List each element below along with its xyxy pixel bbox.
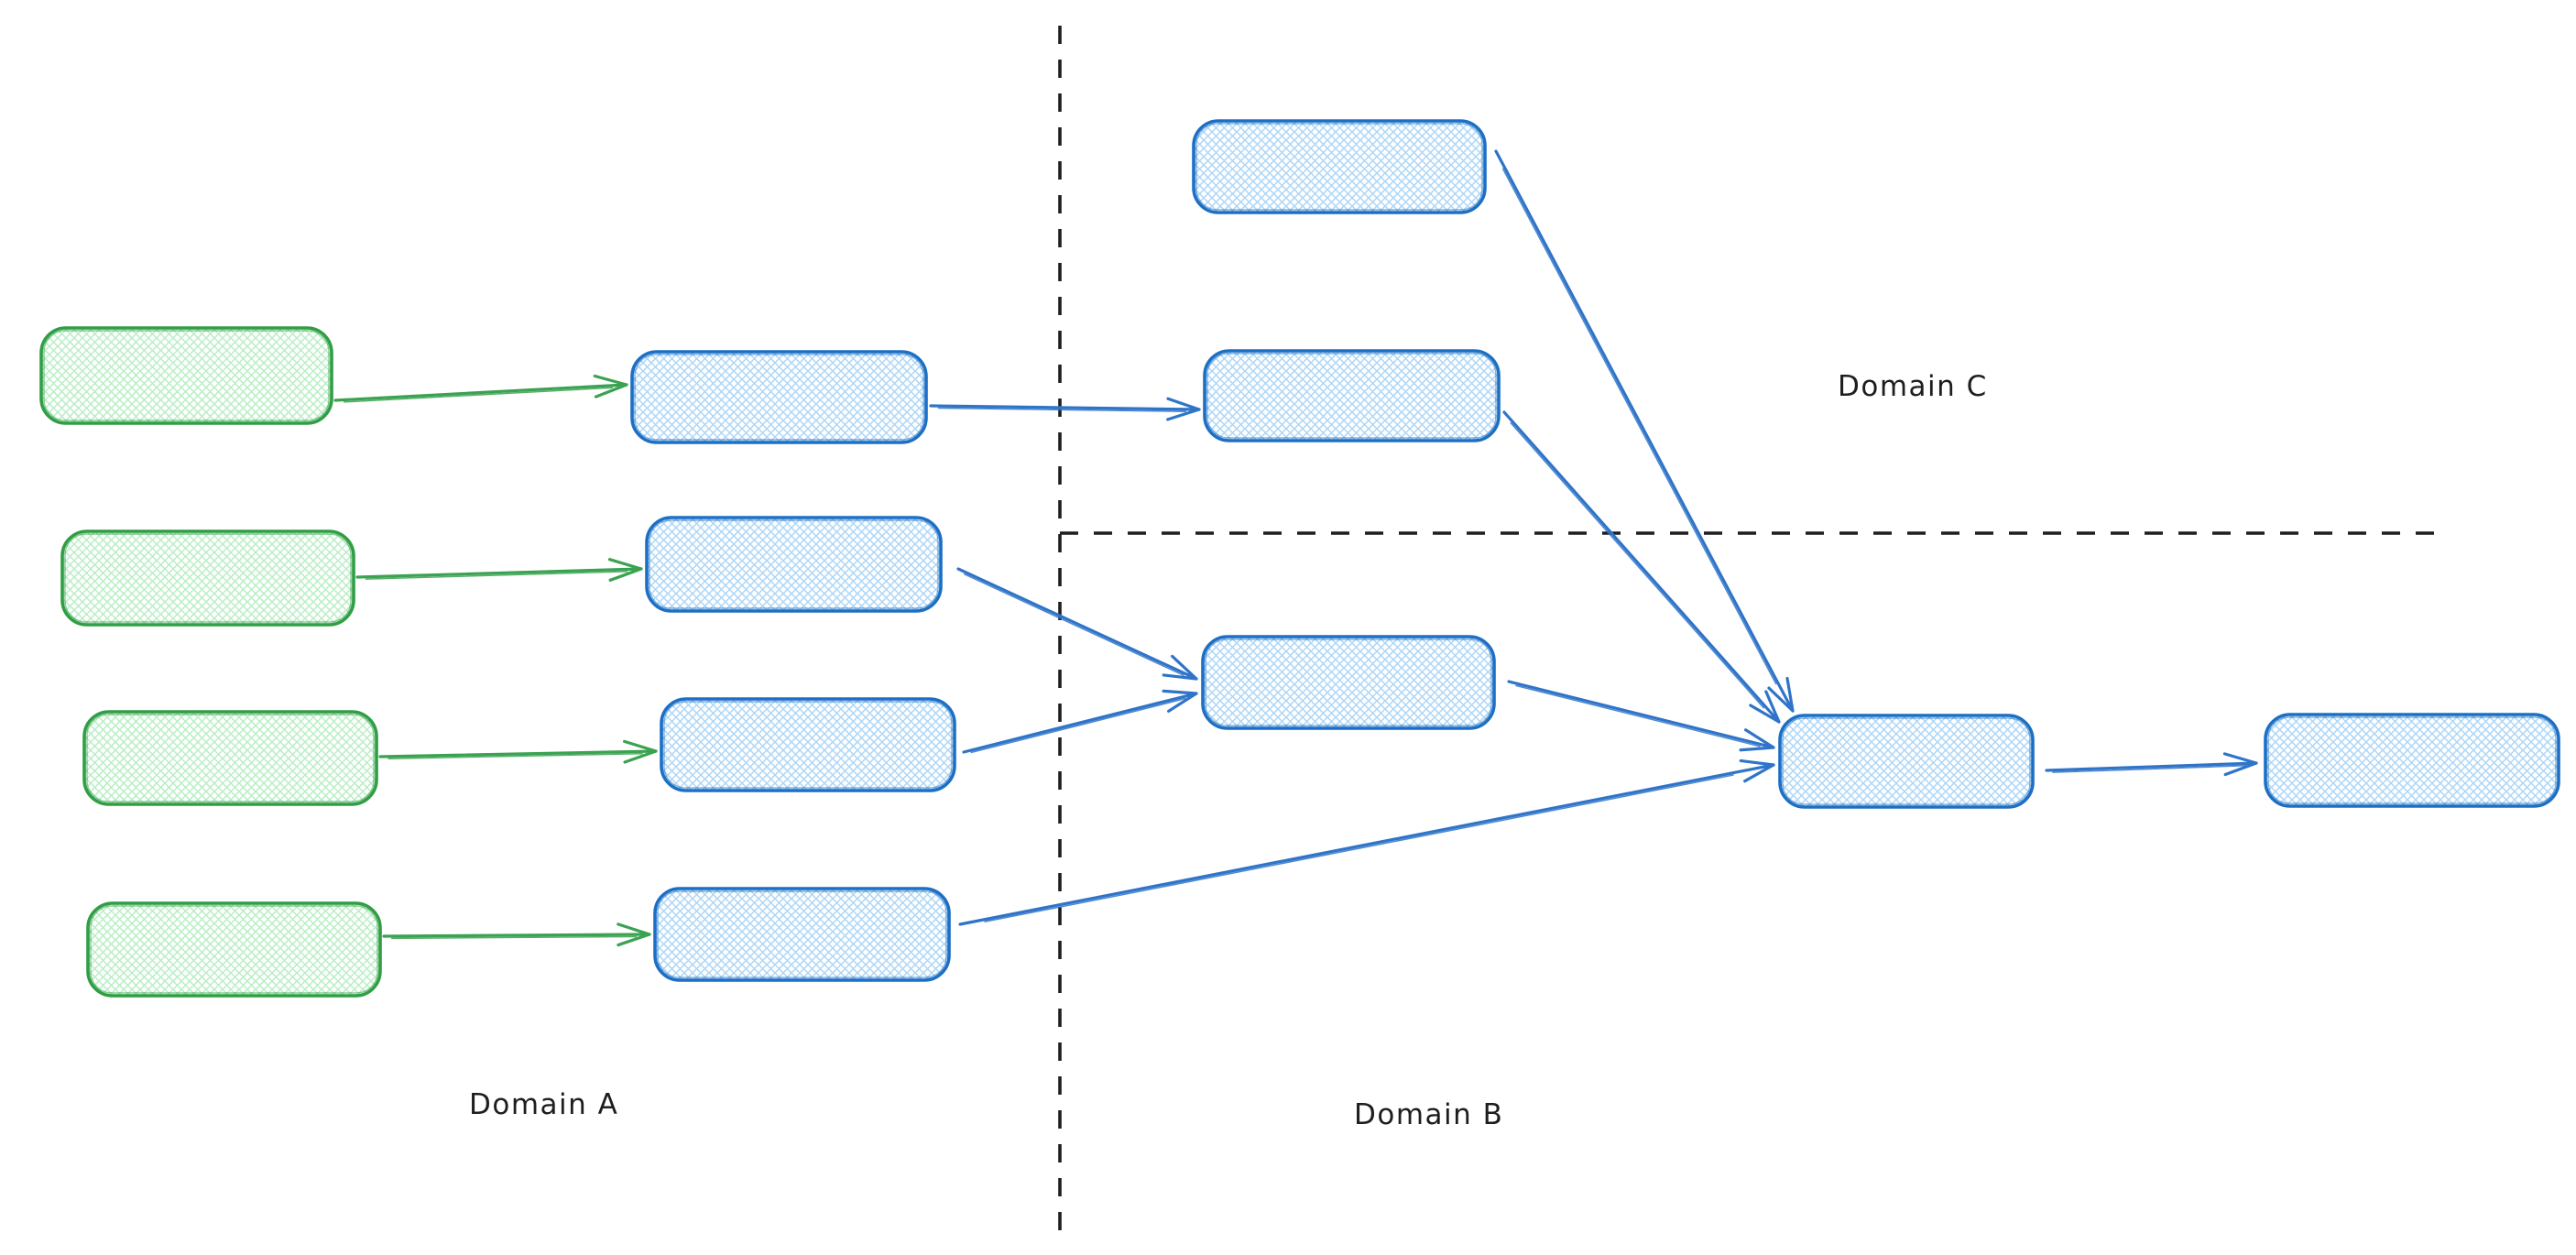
arrow-a2-b3[interactable] [956, 567, 1198, 681]
box-b1[interactable] [1192, 119, 1487, 214]
arrow-g3-a3[interactable] [378, 739, 658, 764]
arrow-c1-c2[interactable] [2045, 752, 2258, 777]
box-a2[interactable] [645, 516, 943, 613]
label-domain-c[interactable]: Domain C [1838, 370, 1988, 403]
box-c2[interactable] [2264, 713, 2560, 808]
arrow-b3-c1[interactable] [1507, 680, 1775, 752]
box-g4[interactable] [86, 901, 382, 998]
arrow-g4-a4[interactable] [382, 922, 651, 947]
arrow-a4-c1[interactable] [958, 758, 1775, 926]
box-g2[interactable] [60, 529, 355, 627]
arrow-g2-a2[interactable] [355, 558, 643, 582]
label-domain-a[interactable]: Domain A [469, 1088, 618, 1121]
arrow-a1-b2[interactable] [929, 397, 1201, 421]
box-a1[interactable] [630, 350, 928, 444]
arrow-b2-c1[interactable] [1502, 410, 1781, 724]
label-domain-b[interactable]: Domain B [1354, 1098, 1503, 1131]
arrow-g1-a1[interactable] [333, 374, 628, 403]
box-b2[interactable] [1203, 349, 1501, 442]
box-g3[interactable] [82, 710, 378, 806]
box-a3[interactable] [660, 697, 956, 792]
box-b3[interactable] [1201, 635, 1496, 730]
box-g1[interactable] [39, 326, 333, 425]
arrow-b1-c1[interactable] [1494, 149, 1795, 713]
box-c1[interactable] [1778, 714, 2035, 809]
arrow-a3-b3[interactable] [962, 689, 1198, 754]
box-a4[interactable] [653, 887, 951, 982]
